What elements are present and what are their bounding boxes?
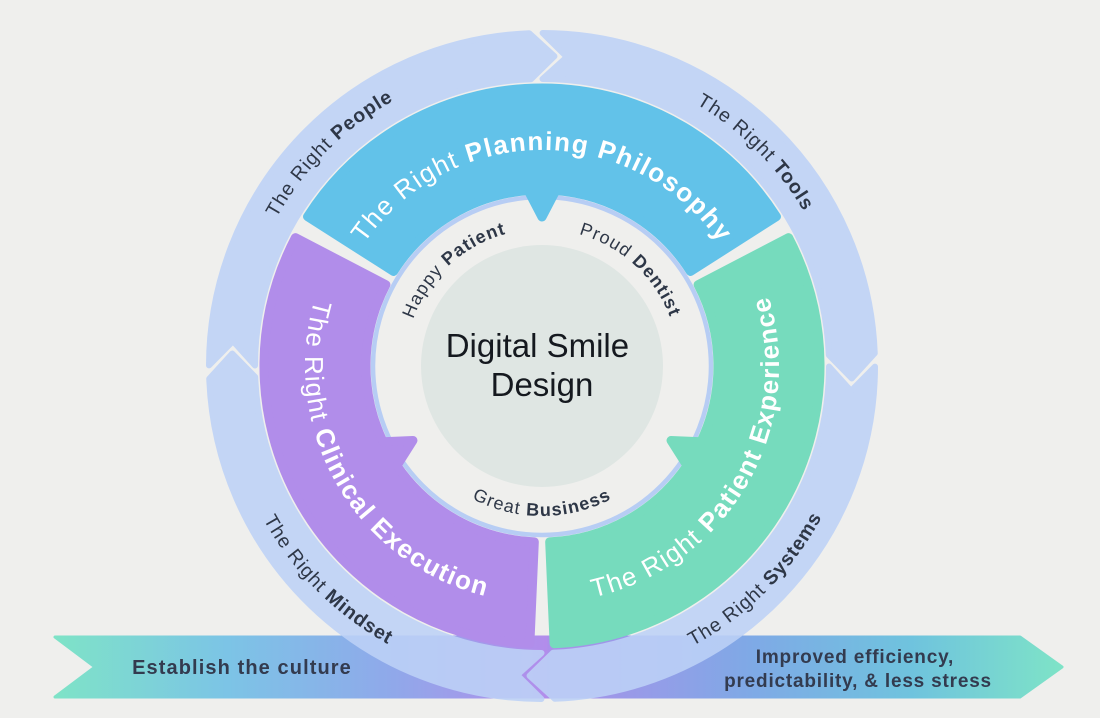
- ribbon-right-text-line2: predictability, & less stress: [724, 671, 992, 692]
- arc-patient-experience: [545, 233, 825, 649]
- outer-ring-segment-mindset: [206, 350, 545, 702]
- ribbon-left-label: Establish the culture: [132, 657, 352, 679]
- ribbon-left-text: Establish the culture: [132, 657, 352, 679]
- diagram-title: Digital Smile Design: [446, 327, 639, 403]
- main-arcs: [259, 83, 825, 649]
- outer-ring-segment-tools: [539, 30, 878, 382]
- diagram-title-line1: Digital Smile: [446, 327, 629, 364]
- center-circle: [421, 245, 663, 487]
- outer-ring-segment-systems: [526, 363, 878, 702]
- outer-ring-segment-people: [206, 30, 558, 369]
- outer-ring: [206, 30, 878, 702]
- ribbon-right-label: Improved efficiency, predictability, & l…: [724, 647, 992, 692]
- diagram-title-line2: Design: [491, 366, 594, 403]
- arc-planning-philosophy: [303, 83, 781, 276]
- ribbon-right-text-line1: Improved efficiency,: [756, 647, 954, 668]
- arc-clinical-execution: [259, 233, 539, 649]
